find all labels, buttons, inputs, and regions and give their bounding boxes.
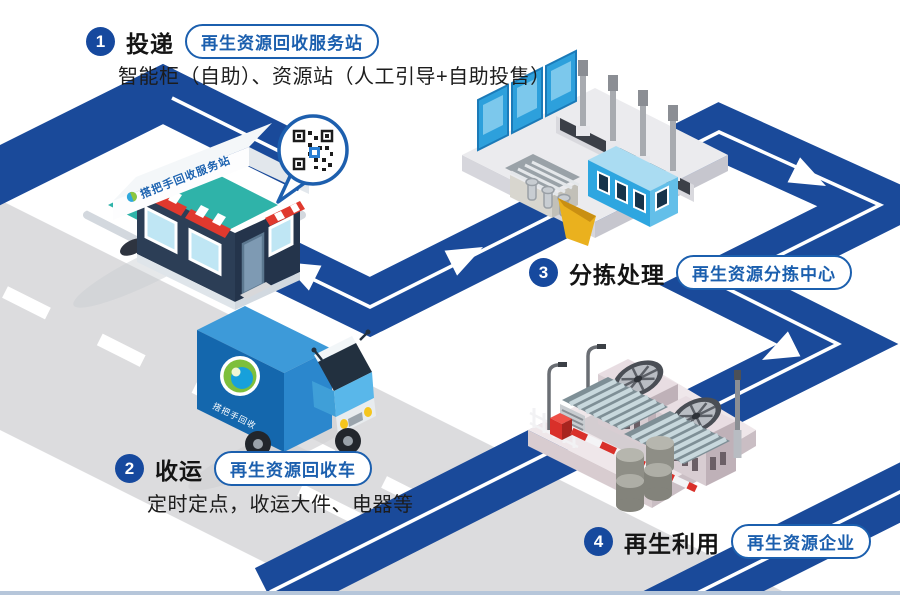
- lane-dash-3: [297, 484, 361, 525]
- plant-silos: [616, 436, 674, 512]
- sorting-wall-panels: [477, 49, 577, 152]
- recycling-station-store: 搭把手回收服务站: [73, 123, 309, 310]
- step-3-title: 分拣处理: [569, 261, 665, 288]
- lane-dashes-2: [5, 478, 238, 595]
- qr-code-bubble: [276, 114, 349, 204]
- route-line-exit: [269, 445, 561, 594]
- store-window-1: [144, 205, 178, 255]
- step-3-tag-pill: 再生资源分拣中心: [676, 255, 852, 290]
- store-door-step: [240, 282, 272, 299]
- plant-pole: [733, 370, 742, 458]
- truck-cab: [311, 329, 376, 435]
- step-1-title: 投递: [126, 30, 174, 57]
- step-4-number-badge: 4: [584, 527, 613, 556]
- recycling-plant: [528, 344, 756, 512]
- step-1-label: 1 投递 再生资源回收服务站: [86, 24, 379, 59]
- truck-box-front: [284, 349, 332, 452]
- truck-box-top: [197, 306, 332, 373]
- store-roof-fascia: [113, 147, 249, 220]
- sorting-container: [588, 146, 678, 227]
- step-1-tag-pill: 再生资源回收服务站: [185, 24, 379, 59]
- store-window-2: [188, 227, 222, 277]
- step-2-label: 2 收运 再生资源回收车: [115, 451, 372, 486]
- step-2-number-badge: 2: [115, 454, 144, 483]
- step-3-number-badge: 3: [529, 258, 558, 287]
- bottom-border: [0, 591, 900, 595]
- store-roof-top: [113, 123, 272, 201]
- step-1-subtitle: 智能柜（自助）、资源站（人工引导+自助投售）: [118, 66, 551, 88]
- plant-slatted-roof-2: [624, 411, 730, 465]
- plant-slatted-roof-1: [562, 377, 668, 431]
- step-4-title: 再生利用: [624, 530, 720, 557]
- store-skirt-left: [137, 254, 235, 310]
- route-arrow-to-plant: [762, 331, 801, 360]
- plant-streetlamps: [547, 344, 606, 430]
- store-window-3: [268, 214, 294, 258]
- step-4-tag-pill: 再生资源企业: [731, 524, 871, 559]
- route-arrow-to-sorting: [444, 247, 483, 276]
- step-4-label: 4 再生利用 再生资源企业: [584, 524, 871, 559]
- step-2-title: 收运: [155, 457, 203, 484]
- truck-wheels: [245, 428, 361, 457]
- step-1-number-badge: 1: [86, 27, 115, 56]
- sorting-center: [462, 49, 728, 246]
- qr-code-icon: [292, 129, 334, 171]
- store-awning-2: [185, 205, 231, 238]
- store-awning-3: [265, 201, 305, 226]
- store-skirt-right: [235, 272, 300, 310]
- route-arrow-right-edge: [787, 157, 826, 186]
- step-2-subtitle: 定时定点，收运大件、电器等: [147, 494, 414, 516]
- route-line-main: [159, 130, 885, 441]
- sorting-hopper: [558, 198, 596, 246]
- step-3-label: 3 分拣处理 再生资源分拣中心: [529, 255, 852, 290]
- step-2-tag-pill: 再生资源回收车: [214, 451, 372, 486]
